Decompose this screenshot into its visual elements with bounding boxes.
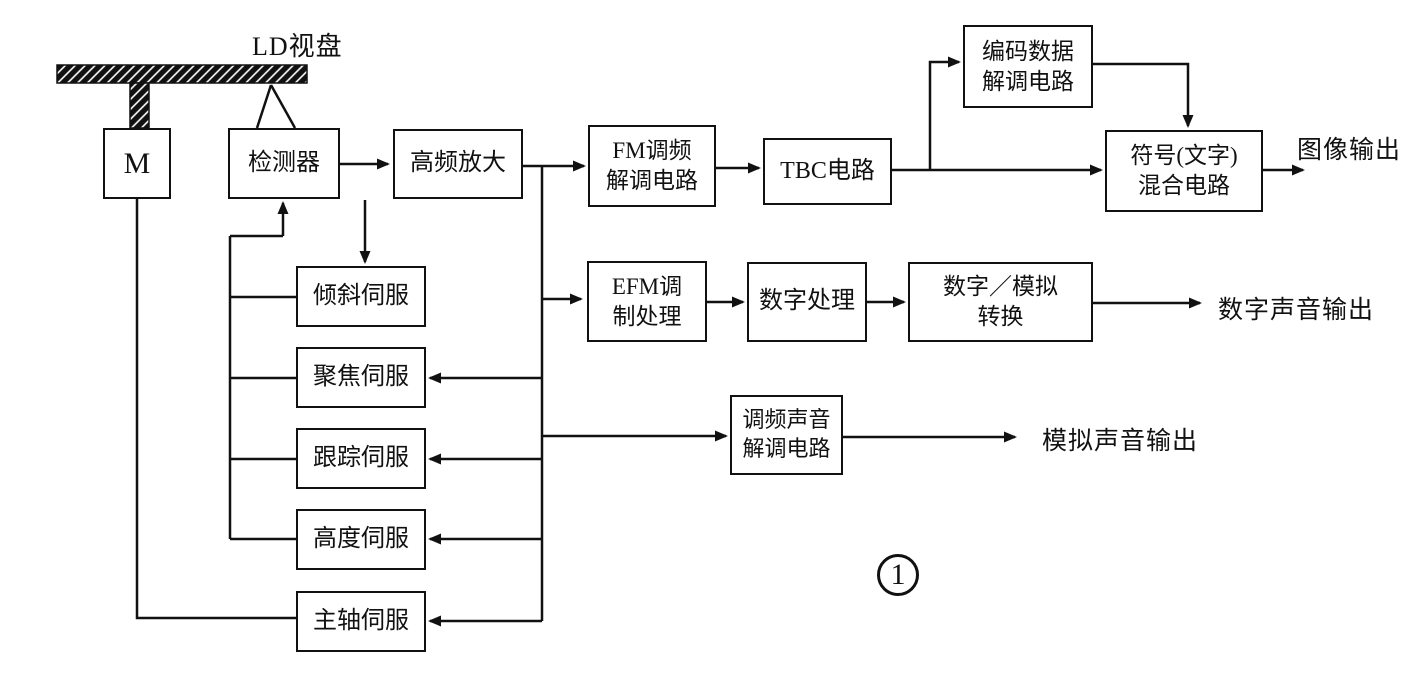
block-detector: 检测器: [228, 128, 340, 199]
label-image-output: 图像输出: [1297, 137, 1402, 164]
connector-codeddata-symbolmixer: [1093, 62, 1194, 128]
beam-left: [255, 84, 273, 129]
block-da-converter: 数字／模拟 转换: [908, 262, 1093, 342]
block-tracking-servo: 跟踪伺服: [296, 428, 426, 489]
label-ld-disc: LD视盘: [252, 32, 343, 61]
beam-right: [269, 84, 297, 129]
block-efm-demod: EFM调 制处理: [587, 261, 707, 342]
block-coded-data-demod: 编码数据 解调电路: [963, 25, 1093, 108]
label-analog-audio-output: 模拟声音输出: [1042, 428, 1199, 455]
figure-number-badge: 1: [877, 554, 919, 596]
block-focus-servo: 聚焦伺服: [296, 347, 426, 408]
label-digital-audio-output: 数字声音输出: [1218, 297, 1375, 324]
motor-shaft: [129, 82, 150, 129]
block-fm-video-demod: FM调频 解调电路: [588, 125, 716, 207]
block-tbc: TBC电路: [763, 138, 892, 205]
connector-spindle-motor: [135, 199, 296, 620]
block-symbol-mixer: 符号(文字) 混合电路: [1105, 130, 1263, 212]
block-motor: M: [103, 128, 171, 199]
block-height-servo: 高度伺服: [296, 509, 426, 570]
block-fm-audio-demod: 调频声音 解调电路: [730, 395, 843, 475]
block-tilt-servo: 倾斜伺服: [296, 266, 426, 327]
block-digital-processing: 数字处理: [747, 262, 867, 342]
ld-disc-bar: [56, 64, 308, 84]
block-spindle-servo: 主轴伺服: [296, 591, 426, 652]
connector-tbc-codeddata: [928, 56, 961, 170]
block-hf-amplifier: 高频放大: [393, 129, 523, 199]
